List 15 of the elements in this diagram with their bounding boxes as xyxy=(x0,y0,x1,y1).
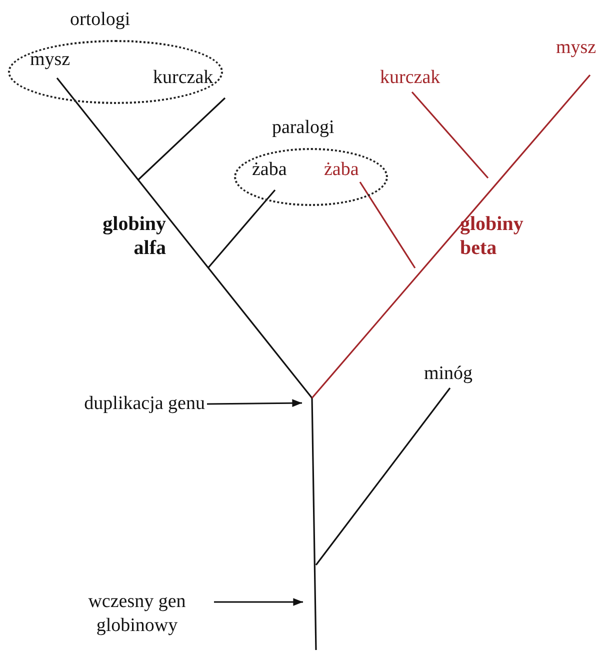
species-label: duplikacja genu xyxy=(83,392,205,416)
species-label: żaba xyxy=(252,158,287,182)
arrow xyxy=(207,399,302,408)
group-heading: ortologi xyxy=(70,8,130,32)
species-label: żaba xyxy=(324,158,359,182)
clade-label: globiny alfa xyxy=(102,212,166,260)
species-label: mysz xyxy=(30,48,70,72)
species-label: minóg xyxy=(424,362,473,386)
clade-label: globiny beta xyxy=(460,212,524,260)
group-heading: paralogi xyxy=(272,116,334,140)
species-label: kurczak xyxy=(153,66,214,90)
species-label: mysz xyxy=(556,36,596,60)
arrow xyxy=(214,598,303,606)
species-label: wczesny gen globinowy xyxy=(87,590,187,638)
species-label: kurczak xyxy=(380,66,440,90)
